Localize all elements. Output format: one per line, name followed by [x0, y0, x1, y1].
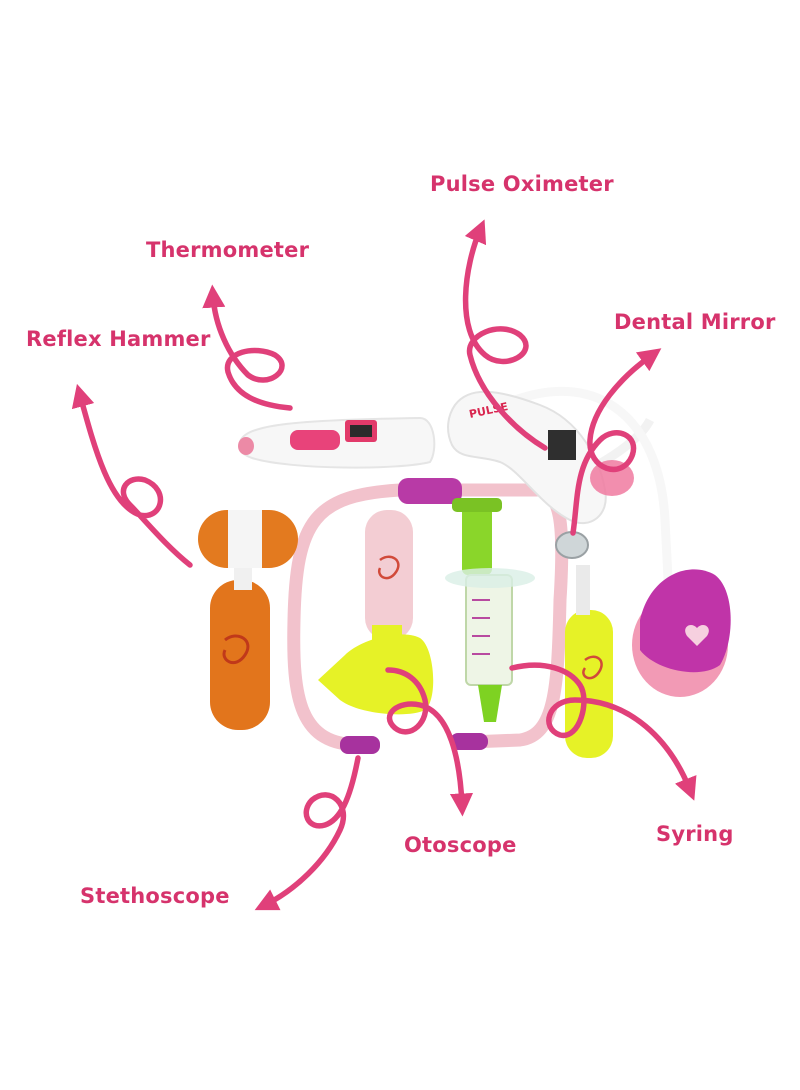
arrow-syring [509, 662, 697, 801]
reflex-hammer [198, 510, 298, 730]
arrow-reflex-hammer [71, 383, 193, 568]
stethoscope [287, 386, 731, 754]
syringe [445, 498, 535, 722]
arrow-thermometer [202, 284, 293, 411]
arrow-otoscope [385, 667, 474, 817]
label-thermometer: Thermometer [146, 238, 310, 262]
label-stethoscope: Stethoscope [80, 884, 230, 908]
otoscope [318, 510, 434, 715]
arrow-pulse-oximeter [462, 219, 548, 451]
thermometer [238, 416, 436, 469]
arrow-dental-mirror [570, 348, 662, 536]
pointer-arrows [71, 219, 697, 911]
arrow-stethoscope [254, 755, 361, 911]
label-syring: Syring [656, 822, 734, 846]
label-dental-mirror: Dental Mirror [614, 310, 776, 334]
label-otoscope: Otoscope [404, 833, 517, 857]
label-pulse-oximeter: Pulse Oximeter [430, 172, 614, 196]
label-reflex-hammer: Reflex Hammer [26, 327, 211, 351]
